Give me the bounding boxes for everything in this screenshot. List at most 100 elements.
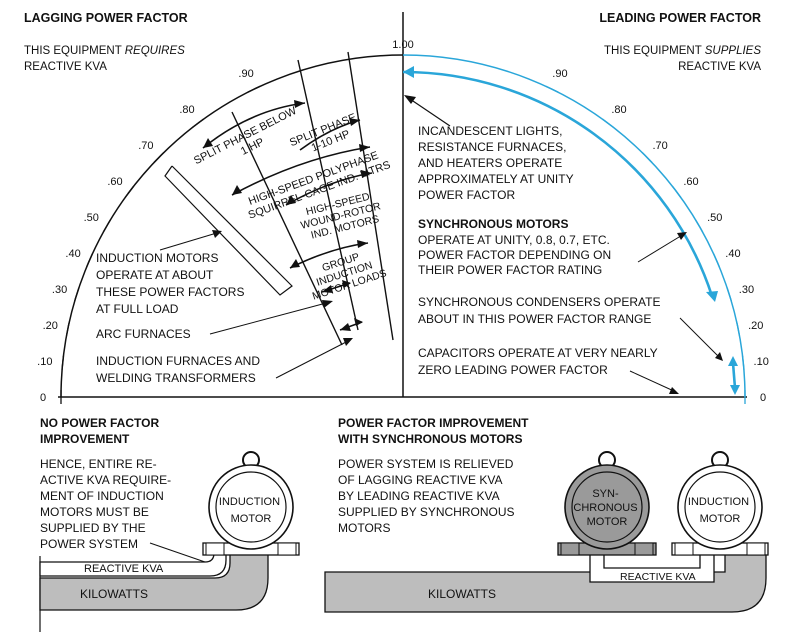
kilowatts-pipe: [39, 551, 269, 611]
lagging-equipment-bands: [164, 51, 394, 346]
left-scale-label: .70: [138, 140, 153, 152]
motor-foot-left: [205, 542, 225, 556]
motor-face: [684, 471, 756, 543]
improvement-body: POWER SYSTEM IS RELIEVED OF LAGGING REAC…: [338, 457, 518, 535]
capacitors-note: CAPACITORS OPERATE AT VERY NEARLY ZERO L…: [418, 346, 661, 377]
lagging-subtitle-2: REACTIVE KVA: [24, 61, 107, 73]
synchronous-range-arrow: [402, 70, 714, 297]
right-scale-tick: [602, 118, 615, 129]
right-scale-tick: [695, 219, 704, 233]
left-scale-label: .80: [179, 104, 194, 116]
synchronous-range-arrowhead-left: [403, 66, 414, 78]
right-scale-label: 0: [760, 392, 766, 404]
arc-furnaces-pointer: [209, 301, 331, 335]
arc-furnaces-note: ARC FURNACES: [96, 327, 191, 341]
arrowhead: [404, 95, 416, 104]
motor-face: [215, 471, 287, 543]
arrowhead: [359, 144, 370, 152]
synchronous-motors-title: SYNCHRONOUS MOTORS: [418, 217, 568, 231]
induction-motors-pointer: [159, 231, 221, 251]
right-scale-label: .20: [748, 320, 763, 332]
right-scale-tick: [736, 321, 741, 336]
arrowhead: [354, 318, 363, 326]
right-induction-motor: INDUCTION MOTOR: [671, 451, 769, 556]
left-scale-tick: [247, 85, 261, 93]
split-phase-1-10-label: SPLIT PHASE, 1-10 HP: [288, 109, 369, 161]
wound-rotor-label: HIGH-SPEED WOUND-ROTOR IND. MOTORS: [297, 188, 388, 243]
capacitor-range-arrow: [731, 362, 737, 389]
motor-face: [571, 471, 643, 543]
lagging-subtitle-1: THIS EQUIPMENT REQUIRES: [24, 45, 185, 57]
right-motor-label: INDUCTION MOTOR: [688, 496, 752, 525]
left-power-pipes: REACTIVE KVA KILOWATTS: [39, 549, 269, 611]
capacitor-range-arrowhead-top: [728, 356, 738, 366]
arrowhead: [357, 240, 368, 248]
right-scale-label: .30: [739, 284, 754, 296]
arrowhead: [349, 118, 360, 126]
incandescent-pointer: [406, 96, 451, 127]
arrowhead: [286, 195, 296, 205]
leading-subtitle-1: THIS EQUIPMENT SUPPLIES: [604, 45, 761, 57]
right-power-pipes: REACTIVE KVA KILOWATTS: [324, 551, 767, 613]
synchronous-motors-pointer: [637, 233, 685, 263]
arrowhead: [342, 280, 351, 288]
arrowhead: [322, 285, 333, 293]
induction-furnaces-pointer: [275, 339, 351, 379]
synchronous-range-arrowhead-right: [706, 291, 718, 302]
left-scale-tick: [153, 152, 165, 164]
left-scale-tick: [86, 253, 93, 267]
condensers-pointer: [679, 317, 721, 359]
left-scale-label: .40: [65, 248, 80, 260]
capacitors-pointer: [629, 370, 677, 393]
left-scale-label: .10: [37, 356, 52, 368]
left-scale-label: .90: [238, 68, 253, 80]
right-scale-label: .80: [611, 104, 626, 116]
left-scale-tick: [74, 287, 80, 302]
arrowhead: [343, 338, 353, 346]
right-scale-label: .40: [725, 248, 740, 260]
lagging-title: LAGGING POWER FACTOR: [24, 11, 188, 25]
left-kilowatts-label: KILOWATTS: [80, 587, 148, 601]
right-scale-label: .50: [707, 212, 722, 224]
motor-foot-right: [634, 542, 654, 556]
left-scale-tick: [102, 219, 111, 233]
arrowhead: [203, 138, 213, 148]
arrowhead: [677, 232, 687, 240]
leading-arrows: [402, 66, 740, 395]
leading-title: LEADING POWER FACTOR: [599, 11, 761, 25]
body-pointer: [149, 542, 206, 563]
left-scale-label: .50: [84, 212, 99, 224]
induction-furnaces-note: INDUCTION FURNACES AND WELDING TRANSFORM…: [96, 354, 263, 385]
arrowhead: [361, 170, 372, 178]
left-induction-motor: INDUCTION MOTOR: [202, 451, 300, 556]
left-scale-tick: [65, 321, 70, 336]
synchronous-motor: SYN- CHRONOUS MOTOR: [557, 451, 657, 556]
right-reactive-label: REACTIVE KVA: [620, 571, 696, 583]
divider-line: [347, 51, 394, 341]
no-improvement-body: HENCE, ENTIRE RE- ACTIVE KVA REQUIRE- ME…: [40, 457, 174, 551]
group-loads-label: GROUP INDUCTION MOTOR LOADS: [303, 244, 388, 302]
power-factor-scale: 1.00 .90.80.70.60.50.40.30.20.100.90.80.…: [37, 12, 769, 404]
motor-foot-left: [560, 542, 580, 556]
motor-foot-right: [277, 542, 297, 556]
improvement-title: POWER FACTOR IMPROVEMENT WITH SYNCHRONOU…: [338, 416, 532, 446]
left-scale-label: 0: [40, 392, 46, 404]
right-scale-tick: [726, 287, 732, 302]
arrowhead: [340, 323, 351, 331]
right-scale-tick: [641, 152, 653, 164]
left-scale-label: .20: [43, 320, 58, 332]
left-reactive-label: REACTIVE KVA: [84, 563, 164, 575]
no-improvement-title: NO POWER FACTOR IMPROVEMENT: [40, 416, 162, 446]
right-scale-tick: [741, 355, 745, 370]
right-scale-label: .70: [652, 140, 667, 152]
tick-label-center: 1.00: [392, 39, 413, 51]
right-scale-tick: [713, 253, 720, 267]
capacitor-range-arrowhead-bottom: [730, 385, 740, 395]
polyphase-band-arrow: [231, 146, 371, 196]
right-kilowatts-label: KILOWATTS: [428, 587, 496, 601]
induction-motors-note: INDUCTION MOTORS OPERATE AT ABOUT THESE …: [96, 251, 248, 316]
arrowhead: [232, 185, 242, 195]
left-scale-tick: [124, 185, 135, 198]
motor-foot-left: [674, 542, 694, 556]
